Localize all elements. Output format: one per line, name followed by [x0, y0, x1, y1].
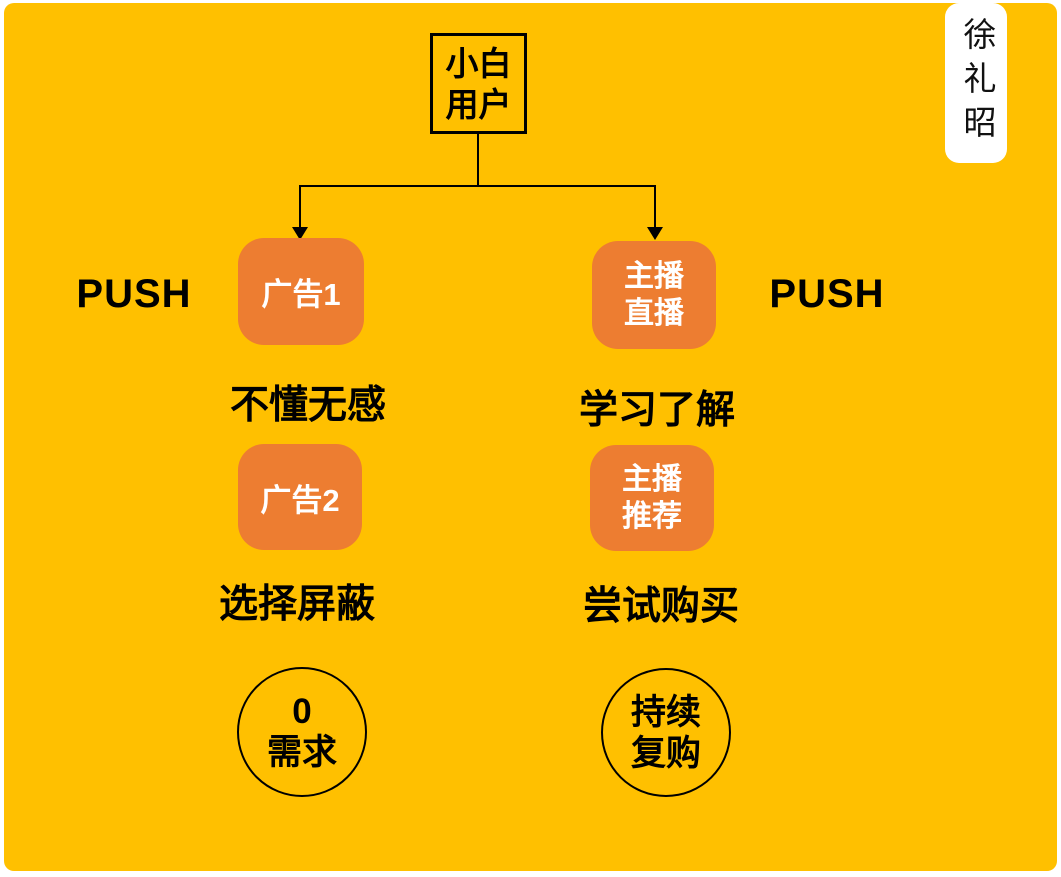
outcome-zero-demand: 0 需求 — [237, 667, 367, 797]
outcome-repeat-purchase-line2: 复购 — [630, 733, 701, 773]
label-livestream-result: 学习了解 — [578, 389, 735, 432]
node-ad2: 广告2 — [238, 444, 362, 550]
push-label-right: PUSH — [769, 272, 885, 316]
node-host-livestream-line2: 直播 — [624, 297, 684, 330]
author-name: 徐礼昭 — [958, 17, 994, 149]
slide-background — [4, 3, 1057, 871]
node-ad2-label: 广告2 — [260, 482, 340, 518]
label-ad1-result: 不懂无感 — [229, 384, 386, 427]
node-novice-user: 小白 用户 — [430, 33, 527, 134]
outcome-repeat-purchase: 持续 复购 — [601, 668, 731, 797]
node-host-recommend: 主播 推荐 — [590, 445, 714, 551]
label-ad2-result: 选择屏蔽 — [218, 583, 375, 626]
outcome-zero-demand-line2: 需求 — [266, 733, 337, 772]
node-ad1: 广告1 — [238, 238, 364, 345]
node-host-livestream-line1: 主播 — [624, 260, 684, 293]
author-badge: 徐礼昭 — [945, 3, 1007, 163]
node-novice-user-line2: 用户 — [445, 85, 512, 123]
outcome-zero-demand-line1: 0 — [292, 692, 312, 731]
label-recommend-result: 尝试购买 — [582, 585, 739, 628]
node-host-recommend-line1: 主播 — [622, 463, 682, 496]
node-host-recommend-line2: 推荐 — [622, 500, 682, 533]
node-ad1-label: 广告1 — [261, 277, 341, 312]
node-host-livestream: 主播 直播 — [592, 241, 716, 349]
outcome-repeat-purchase-line1: 持续 — [630, 692, 701, 732]
push-label-left: PUSH — [76, 272, 192, 316]
node-novice-user-line1: 小白 — [445, 44, 512, 82]
